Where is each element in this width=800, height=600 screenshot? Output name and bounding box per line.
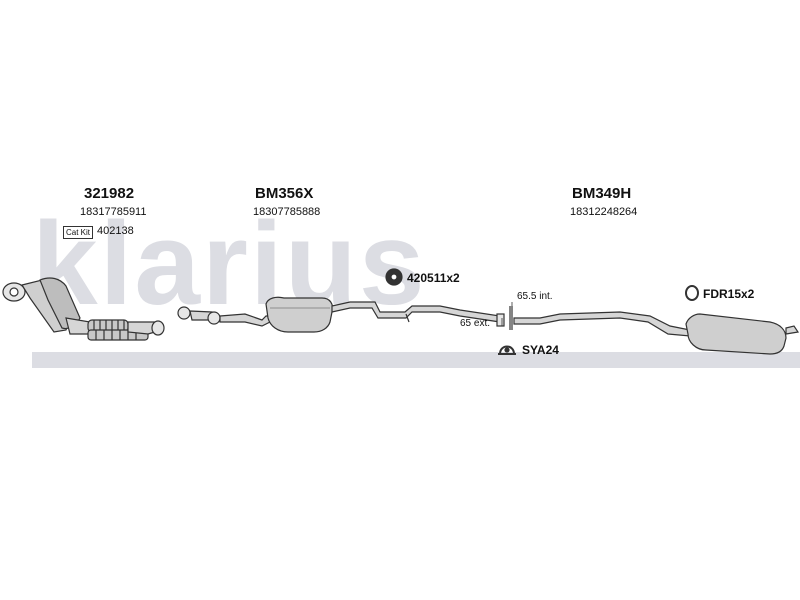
- oem-number-rear: 18312248264: [570, 206, 638, 218]
- oem-number-middle: 18307785888: [253, 206, 321, 218]
- clamp-label: SYA24: [522, 343, 559, 357]
- dimension-leaders: [501, 302, 513, 326]
- watermark-underline: [32, 352, 800, 368]
- middle-silencer-section: [177, 296, 501, 333]
- cat-kit-badge: Cat Kit: [63, 226, 93, 239]
- mount-rubber-icon-1: [385, 268, 403, 286]
- joint-section: [496, 306, 513, 330]
- mount-rubber-icon-2: [685, 285, 699, 301]
- dimension-internal: 65.5 int.: [517, 291, 553, 302]
- mount-label-2: FDR15x2: [703, 287, 755, 301]
- part-code-front: 321982: [84, 185, 135, 202]
- clamp-icon: [498, 345, 516, 355]
- dimension-external: 65 ext.: [460, 318, 491, 329]
- mount-label-1: 420511x2: [407, 271, 460, 285]
- part-code-rear: BM349H: [572, 185, 632, 202]
- front-catalyst-section: [2, 277, 165, 341]
- rear-silencer-section: [513, 311, 800, 355]
- oem-number-front: 18317785911: [80, 206, 147, 218]
- cat-kit-code: 402138: [97, 225, 134, 237]
- part-code-middle: BM356X: [255, 185, 314, 202]
